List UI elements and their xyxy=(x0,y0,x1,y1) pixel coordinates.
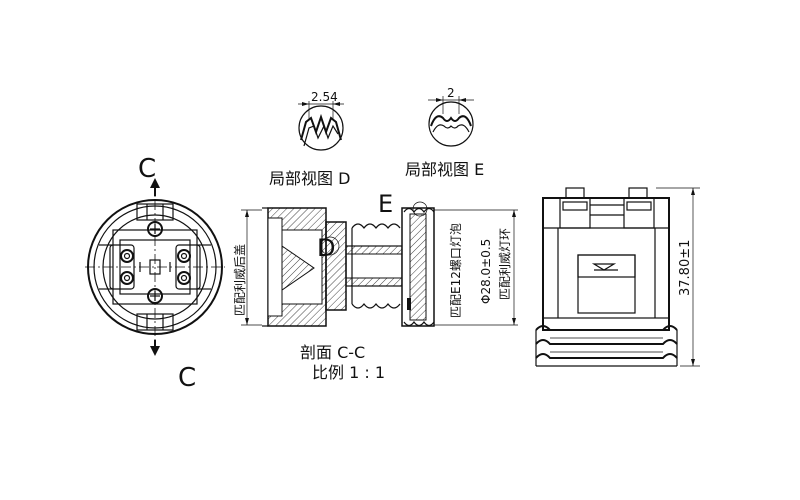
scale-label: 比例 1 : 1 xyxy=(312,363,385,382)
section-mark-top: C xyxy=(138,154,156,184)
detail-d-view xyxy=(298,101,344,151)
detail-e-marker: E xyxy=(378,190,393,218)
detail-d-pitch-dimension: 2.54 xyxy=(311,90,338,104)
detail-d-title: 局部视图 D xyxy=(269,169,350,188)
section-view xyxy=(241,201,435,327)
section-mark-bottom: C xyxy=(178,363,196,393)
section-title: 剖面 C-C xyxy=(300,343,365,362)
detail-e-title: 局部视图 E xyxy=(405,160,484,179)
front-view xyxy=(85,178,225,356)
height-dimension: 37.80±1 xyxy=(678,240,693,296)
diameter-dimension: Φ28.0±0.5 xyxy=(479,239,493,304)
detail-e-width-dimension: 2 xyxy=(447,86,455,100)
e12-lamp-note: 匹配E12螺口灯泡 xyxy=(449,223,463,318)
detail-e-view xyxy=(428,96,474,147)
side-view xyxy=(535,187,700,367)
detail-d-marker: D xyxy=(317,234,335,262)
lamp-ring-note: 匹配利威灯环 xyxy=(498,228,512,300)
rear-cover-note: 匹配利威后盖 xyxy=(233,244,247,316)
